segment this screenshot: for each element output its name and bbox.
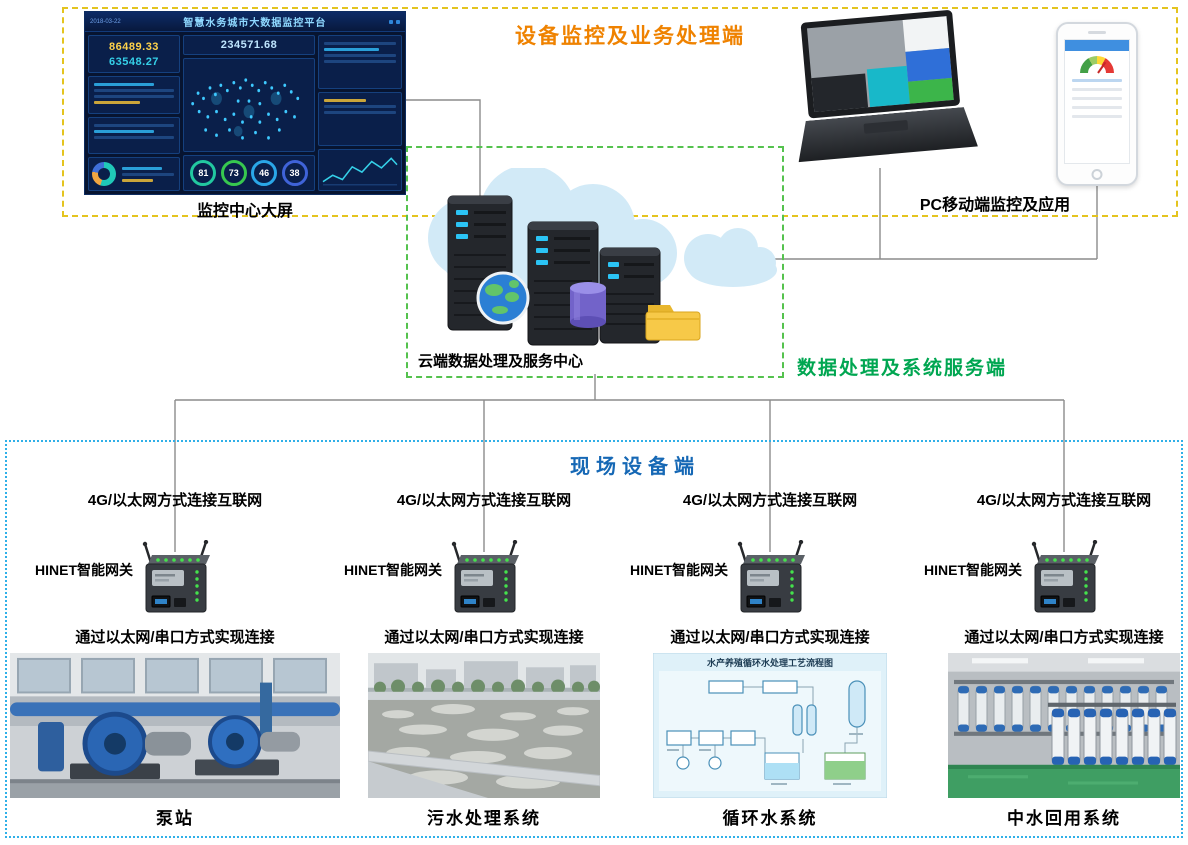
uplink-label: 4G/以太网方式连接互联网	[976, 492, 1152, 509]
data-panel	[318, 92, 402, 146]
uplink-label: 4G/以太网方式连接互联网	[682, 492, 858, 509]
uplink-label: 4G/以太网方式连接互联网	[396, 492, 572, 509]
cloud-side-label: 数据处理及系统服务端	[797, 358, 1008, 379]
line-chart-panel	[318, 149, 402, 191]
gateway-label: HINET智能网关	[344, 562, 442, 578]
field-section-border	[5, 440, 1183, 838]
gauge: 38	[281, 160, 308, 186]
dashboard-right-column	[318, 35, 402, 191]
dashboard-left-column: 86489.33 63548.27	[88, 35, 180, 191]
phone-gauge	[1080, 56, 1114, 73]
system-name: 中水回用系统	[1007, 809, 1121, 828]
gauge: 73	[220, 160, 247, 186]
cloud-section-border	[406, 146, 784, 378]
phone-screen	[1064, 39, 1130, 164]
cloud-caption: 云端数据处理及服务中心	[417, 353, 583, 370]
laptop	[787, 8, 980, 179]
uplink-label: 4G/以太网方式连接互联网	[87, 492, 263, 509]
dashboard-caption: 监控中心大屏	[196, 203, 293, 220]
process-flow-diagram: 水产养殖循环水处理工艺流程图	[653, 653, 887, 798]
gateway-label: HINET智能网关	[630, 562, 728, 578]
donut-chart	[92, 162, 116, 186]
system-name: 循环水系统	[722, 809, 818, 828]
dashboard-center-column: 234571.68	[183, 35, 315, 191]
folder-icon	[645, 305, 701, 341]
field-column-circulating-water: 4G/以太网方式连接互联网 HINET智能网关 通过以太网/串口方式实现连接 水…	[630, 440, 887, 838]
monitoring-section-title: 设备监控及业务处理端	[515, 25, 745, 48]
field-section-title: 现场设备端	[570, 456, 700, 478]
cloud-server-cluster	[428, 168, 777, 346]
hinet-gateway-device	[142, 540, 210, 613]
donut-chart-panel	[88, 157, 180, 191]
stat-value: 86489.33	[109, 40, 159, 53]
membrane-system-photo	[948, 653, 1180, 798]
monitoring-dashboard: 2018-03-22 智慧水务城市大数据监控平台 86489.33 63548.…	[84, 11, 406, 195]
stat-panel: 234571.68	[183, 35, 315, 55]
sewage-plant-photo	[368, 653, 600, 798]
data-panel	[88, 76, 180, 114]
dashboard-date: 2018-03-22	[90, 18, 121, 25]
field-column-sewage: 4G/以太网方式连接互联网 HINET智能网关 通过以太网/串口方式实现连接	[344, 440, 600, 838]
smartphone	[1056, 22, 1138, 186]
stat-value: 63548.27	[109, 55, 159, 68]
dashboard-body: 86489.33 63548.27 234571.68	[85, 32, 405, 194]
downlink-label: 通过以太网/串口方式实现连接	[670, 629, 870, 646]
phone-home-button	[1091, 169, 1103, 180]
dashboard-header-icons	[388, 19, 400, 24]
gauge: 46	[251, 160, 278, 186]
phone-speaker	[1088, 31, 1106, 34]
system-name: 泵站	[156, 809, 194, 828]
phone-app-header	[1065, 40, 1129, 51]
gauge-row: 81 73 46 38	[183, 155, 315, 191]
database-icon	[570, 282, 606, 328]
data-panel	[88, 116, 180, 154]
dashboard-header: 2018-03-22 智慧水务城市大数据监控平台	[85, 12, 405, 32]
gateway-label: HINET智能网关	[35, 562, 133, 578]
world-map-panel	[183, 58, 315, 152]
mini-line-chart	[322, 157, 398, 186]
hinet-gateway-device	[451, 540, 519, 613]
pump-station-photo	[10, 653, 340, 798]
gauge: 81	[190, 160, 217, 186]
field-column-reclaimed-water: 4G/以太网方式连接互联网 HINET智能网关 通过以太网/串口方式实现连接	[924, 440, 1180, 838]
pc-mobile-caption: PC移动端监控及应用	[919, 197, 1071, 214]
flow-diagram-title: 水产养殖循环水处理工艺流程图	[707, 657, 833, 668]
stat-value: 234571.68	[220, 39, 278, 51]
world-map	[191, 78, 300, 140]
downlink-label: 通过以太网/串口方式实现连接	[384, 629, 584, 646]
server-tower	[599, 247, 661, 344]
field-column-pump-station: 4G/以太网方式连接互联网 HINET智能网关 通过以太网/串口方式实现连接	[10, 440, 340, 838]
globe-icon	[476, 271, 530, 325]
system-name: 污水处理系统	[427, 809, 541, 828]
laptop-screen	[800, 9, 961, 119]
dashboard-title: 智慧水务城市大数据监控平台	[183, 18, 327, 29]
gateway-label: HINET智能网关	[924, 562, 1022, 578]
hinet-gateway-device	[1031, 540, 1099, 613]
downlink-label: 通过以太网/串口方式实现连接	[75, 629, 275, 646]
data-panel	[318, 35, 402, 89]
hinet-gateway-device	[737, 540, 805, 613]
stat-panel: 86489.33 63548.27	[88, 35, 180, 73]
downlink-label: 通过以太网/串口方式实现连接	[964, 629, 1164, 646]
